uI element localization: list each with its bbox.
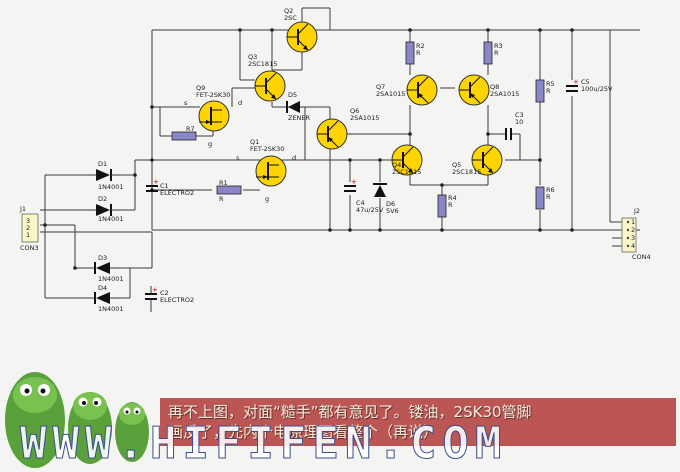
d2-value: 1N4001: [98, 215, 124, 223]
d5-label: D5: [288, 91, 298, 99]
q1-pin-d: d: [292, 154, 297, 162]
d1-value: 1N4001: [98, 183, 124, 191]
q2-transistor: [286, 21, 318, 53]
r3-resistor: [483, 41, 493, 65]
r6-resistor: [535, 186, 545, 210]
q1-pin-s: s: [236, 154, 240, 162]
d3-label: D3: [98, 254, 108, 262]
d4-value: 1N4001: [98, 305, 124, 313]
mascot-image: [5, 372, 149, 468]
j2-pin-4: 4: [631, 242, 636, 250]
r5-resistor: [535, 79, 545, 103]
d4-diode: [90, 292, 120, 304]
q8-transistor: [458, 74, 490, 106]
j2-label: J2: [634, 207, 641, 215]
j2-pin-3: 3: [631, 234, 636, 242]
j1-connector: [21, 213, 39, 243]
caption-text: 再不上图，对面“糙手”都有意见了。镂油，2SK30管脚 画反了，先内个电原理图看…: [168, 403, 532, 441]
c4-capacitor: +: [344, 178, 357, 192]
svg-text:+: +: [351, 178, 357, 186]
q9-pin-d: d: [238, 99, 243, 107]
c2-capacitor: +: [145, 286, 158, 312]
r2-resistor: [405, 41, 415, 65]
q7-transistor: [406, 74, 438, 106]
wires: [40, 7, 640, 299]
d1-label: D1: [98, 160, 108, 168]
j2-connector: [621, 217, 637, 253]
j1-pin-3: 3: [26, 217, 31, 225]
c3-capacitor: [505, 128, 512, 140]
q9-pin-s: s: [184, 99, 188, 107]
r7-label: R7: [186, 125, 195, 133]
c5-capacitor: +: [566, 78, 579, 92]
d3-diode: [90, 262, 120, 274]
d6-zener: [373, 183, 387, 197]
svg-text:+: +: [153, 178, 159, 186]
j1-label: J1: [20, 205, 27, 213]
q1-pin-g: g: [265, 195, 270, 203]
svg-text:+: +: [152, 286, 158, 294]
r1-resistor: [216, 185, 242, 195]
d3-value: 1N4001: [98, 275, 124, 283]
r4-resistor: [437, 194, 447, 218]
site-watermark: WWW.HIFIFEN.COM: [19, 418, 508, 470]
d1-diode: [90, 169, 120, 181]
j1-part: CON3: [20, 244, 39, 252]
c1-capacitor: +: [146, 178, 159, 192]
q9-fet: [198, 100, 230, 132]
r1-label: R1: [219, 179, 228, 187]
q3-transistor: [254, 70, 286, 102]
r7-resistor: [171, 131, 197, 141]
junctions: [43, 28, 574, 270]
j2-part: CON4: [632, 253, 651, 261]
j1-pin-1: 1: [26, 231, 31, 239]
q6-transistor: [316, 118, 348, 150]
r1-value: R: [219, 195, 224, 203]
d4-label: D4: [98, 284, 108, 292]
svg-text:+: +: [573, 78, 579, 86]
d5-value: ZENER: [288, 114, 311, 122]
j2-pin-1: 1: [631, 218, 636, 226]
d2-label: D2: [98, 195, 108, 203]
d2-diode: [90, 204, 120, 216]
caption-background: [160, 398, 676, 446]
q1-fet: [255, 155, 287, 187]
d5-zener: [286, 101, 300, 113]
j2-pin-2: 2: [631, 226, 636, 234]
q9-pin-g: g: [208, 140, 213, 148]
j1-pin-2: 2: [26, 224, 31, 232]
